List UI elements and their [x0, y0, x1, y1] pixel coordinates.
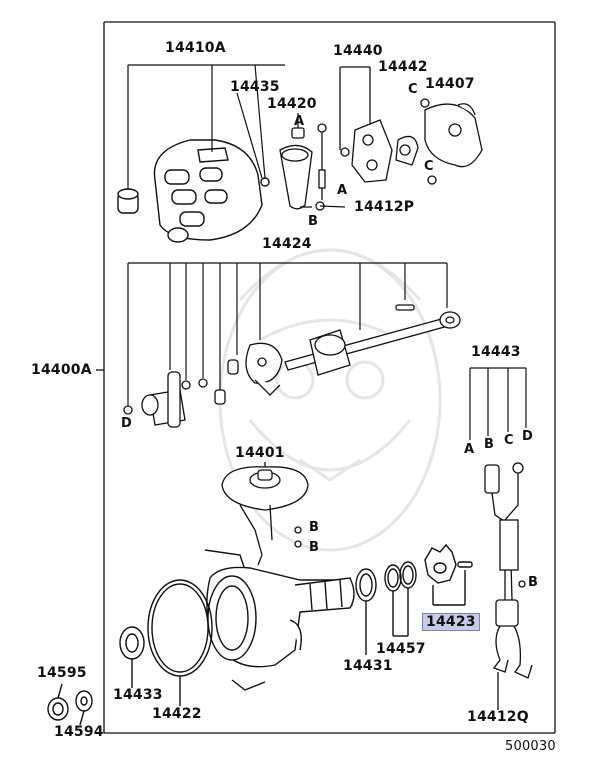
housing-part — [204, 549, 355, 691]
part-label-14440: 14440 — [333, 43, 383, 59]
part-label-14595: 14595 — [37, 665, 87, 681]
frame — [96, 21, 556, 734]
callout-B-5: B — [528, 575, 539, 590]
callout-B-4: B — [309, 540, 320, 555]
part-label-14431: 14431 — [343, 658, 393, 674]
part-label-14423-highlighted[interactable]: 14423 — [422, 613, 480, 631]
wiring-14443-leader — [469, 367, 527, 440]
callout-B-1: B — [308, 214, 319, 229]
callout-A-2: A — [337, 183, 348, 198]
part-label-14457: 14457 — [376, 641, 426, 657]
callout-A-3: A — [464, 442, 475, 457]
igniter-plate-part — [339, 66, 483, 185]
part-label-14422: 14422 — [152, 706, 202, 722]
oil-seal-14433 — [119, 626, 145, 688]
callout-D-2: D — [522, 429, 533, 444]
wire-harness-part — [484, 462, 533, 710]
figure-code: 500030 — [505, 739, 556, 754]
callout-C-2: C — [424, 159, 434, 174]
distributor-cap-part — [117, 139, 270, 243]
cap-leader-lines — [127, 64, 285, 190]
part-label-14410A: 14410A — [165, 40, 226, 56]
washers-14431-14457 — [355, 561, 417, 655]
part-label-14594: 14594 — [54, 724, 104, 740]
callout-C-3: C — [504, 433, 514, 448]
vacuum-advancer-part — [221, 462, 309, 566]
part-label-14412Q: 14412Q — [467, 709, 529, 725]
callout-C-1: C — [408, 82, 418, 97]
part-label-14401: 14401 — [235, 445, 285, 461]
part-label-14407: 14407 — [425, 76, 475, 92]
part-label-14443: 14443 — [471, 344, 521, 360]
governor-shaft-part — [123, 304, 461, 428]
part-label-14433: 14433 — [113, 687, 163, 703]
nut-washer-part — [47, 683, 93, 726]
o-ring-14422 — [147, 579, 213, 706]
part-label-14420: 14420 — [267, 96, 317, 112]
kit-14424-leader — [127, 262, 448, 408]
part-label-14435: 14435 — [230, 79, 280, 95]
part-label-14412P: 14412P — [354, 199, 415, 215]
part-label-14442: 14442 — [378, 59, 428, 75]
gear-14423 — [424, 543, 473, 606]
callout-B-3: B — [309, 520, 320, 535]
part-label-14424: 14424 — [262, 236, 312, 252]
ground-wire-part — [300, 123, 346, 211]
part-label-14400A: 14400A — [31, 362, 92, 378]
rotor-part — [279, 113, 313, 210]
callout-A-1: A — [294, 114, 305, 129]
callout-B-2: B — [484, 437, 495, 452]
callout-D-1: D — [121, 416, 132, 431]
